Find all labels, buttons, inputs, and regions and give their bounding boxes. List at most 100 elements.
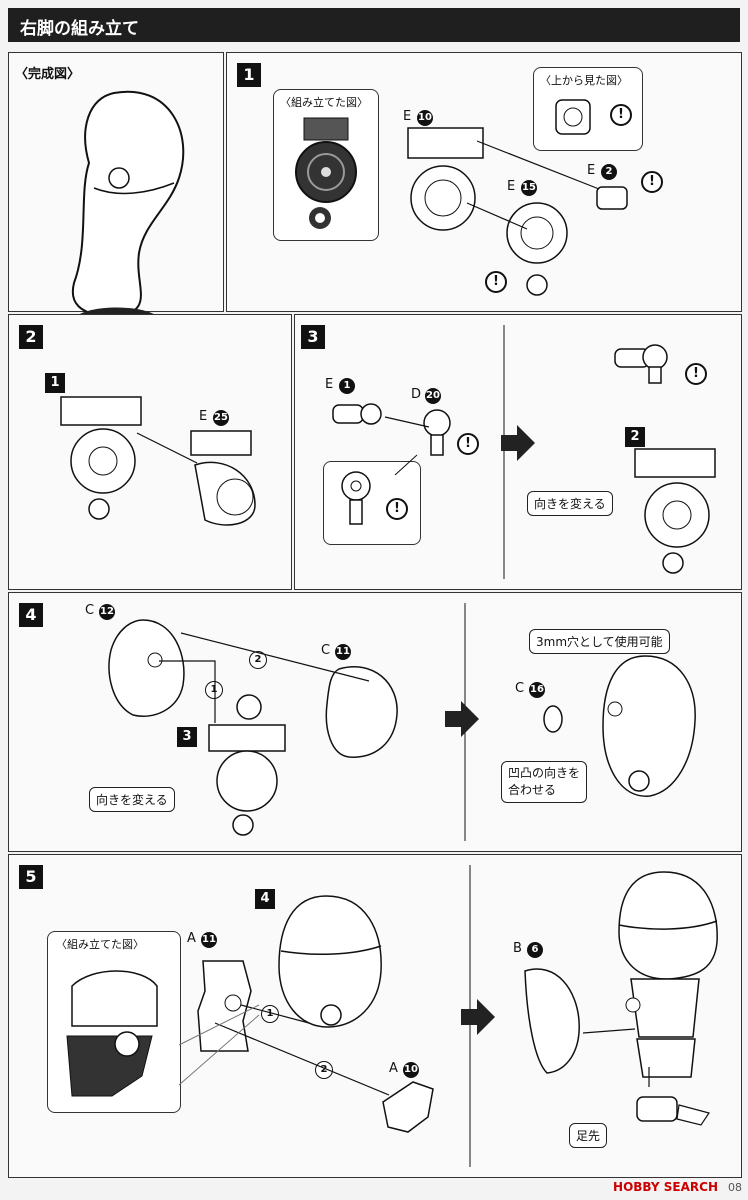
step5-part-a10-num: 10 <box>403 1062 419 1078</box>
step5-order-2: 2 <box>315 1061 333 1079</box>
step5-assembled-part <box>66 970 158 1097</box>
step5-part-b6-num: 6 <box>527 942 543 958</box>
step3-d20-attached <box>614 344 668 384</box>
step5-arrows <box>178 865 495 1167</box>
step1-assembled-label: 〈組み立てた図〉 <box>280 96 368 109</box>
step1-panel: 1 〈組み立てた図〉 E 10 〈上から見た図〉 ! E 2 ! E <box>226 52 742 312</box>
step4-part-c12-num: 12 <box>99 604 115 620</box>
step5-part-a11: A <box>187 931 196 946</box>
step4-order-2: 2 <box>249 651 267 669</box>
completed-panel: 〈完成図〉 <box>8 52 224 331</box>
align-note-line1: 凹凸の向きを <box>508 766 581 780</box>
step4-order-1: 1 <box>205 681 223 699</box>
step2-part-num: 25 <box>213 410 229 426</box>
step3-part-e: E <box>325 377 333 392</box>
part-letter: C <box>515 681 525 696</box>
warning-icon: ! <box>610 104 632 126</box>
step4-panel: 4 C 12 C 11 2 1 3 向きを変える 3mm穴として使用可能 C 1… <box>8 592 742 852</box>
next-arrow-icon <box>461 999 495 1035</box>
step1-part-e2: E <box>587 163 595 178</box>
step5-final-arrows <box>582 1028 650 1087</box>
step3-target-assembly <box>634 448 716 574</box>
step3-part-e-num: 1 <box>339 378 355 394</box>
warning-icon: ! <box>457 433 479 455</box>
step4-part-c16-num: 16 <box>529 682 545 698</box>
part-letter: E <box>507 179 516 194</box>
warning-icon: ! <box>386 498 408 520</box>
section-title: 右脚の組み立て <box>20 19 139 39</box>
step4-c11-shell <box>325 666 398 758</box>
step2-part-e: E <box>199 409 207 424</box>
step1-part-e2-num: 2 <box>601 164 617 180</box>
step3-detail-inset: ! <box>323 461 421 545</box>
step4-part-c12: C <box>85 603 94 618</box>
step2-e25-part <box>190 430 256 526</box>
completed-leg-illustration <box>69 90 185 331</box>
step1-assembled-part <box>295 117 357 229</box>
part-letter: A <box>389 1061 398 1076</box>
step5-ref-badge: 4 <box>255 889 275 909</box>
warning-icon: ! <box>685 363 707 385</box>
step3-number: 3 <box>301 325 325 349</box>
step5-assembled-inset: 〈組み立てた図〉 <box>47 931 181 1113</box>
step5-number: 5 <box>19 865 43 889</box>
step4-assembly-part <box>208 694 286 836</box>
step5-head-part <box>278 895 382 1028</box>
next-arrow-icon <box>445 701 479 737</box>
step4-part-c16: C <box>515 681 524 696</box>
page-number: 08 <box>728 1181 742 1194</box>
step4-part-c11: C <box>321 643 330 658</box>
part-letter: B <box>513 941 522 956</box>
step3-part-d: D <box>411 387 421 402</box>
align-note-line2: 合わせる <box>508 783 557 797</box>
step1-e2-part <box>596 186 628 210</box>
step5-part-b6: B <box>513 941 522 956</box>
step5-a10-part <box>382 1081 434 1133</box>
step3-d20-part <box>423 409 451 456</box>
step1-part-e10-num: 10 <box>417 110 433 126</box>
warning-icon: ! <box>485 271 507 293</box>
step2-arrow <box>136 432 198 464</box>
step1-part-e15-num: 15 <box>521 180 537 196</box>
step3-ref-badge: 2 <box>625 427 645 447</box>
step5-foot-label: 足先 <box>569 1123 608 1148</box>
step5-assembled-label: 〈組み立てた図〉 <box>56 938 144 951</box>
step4-c16-disc <box>543 705 563 733</box>
next-arrow-icon <box>501 425 535 461</box>
step5-part-a11-num: 11 <box>201 932 217 948</box>
step1-top-view-part <box>555 99 591 135</box>
step4-head-shell <box>602 655 696 797</box>
step4-c12-shell <box>108 619 185 717</box>
step5-b6-part <box>524 968 580 1074</box>
step5-panel: 5 〈組み立てた図〉 A 11 4 1 2 A 10 B 6 <box>8 854 742 1178</box>
step1-top-view-label: 〈上から見た図〉 <box>540 74 628 87</box>
step2-number: 2 <box>19 325 43 349</box>
completed-label: 〈完成図〉 <box>15 67 81 82</box>
step4-ref-badge: 3 <box>177 727 197 747</box>
brand-watermark: HOBBY SEARCH <box>613 1180 718 1194</box>
part-letter: C <box>321 643 331 658</box>
step5-final-leg <box>618 871 718 1126</box>
section-header: 右脚の組み立て <box>8 8 740 42</box>
step3-e1-part <box>332 403 382 425</box>
part-letter: E <box>325 377 334 392</box>
step1-top-view-inset: 〈上から見た図〉 ! <box>533 67 643 151</box>
step2-panel: 2 1 E 25 <box>8 314 292 590</box>
step1-frame-part <box>407 127 484 231</box>
step4-align-note: 凹凸の向きを 合わせる <box>501 761 588 803</box>
step4-number: 4 <box>19 603 43 627</box>
part-letter: D <box>411 387 422 402</box>
step4-arrows <box>159 603 479 841</box>
part-letter: E <box>587 163 596 178</box>
step5-order-1: 1 <box>261 1005 279 1023</box>
step3-panel: 3 E 1 D 20 ! ! ! 2 向きを <box>294 314 742 590</box>
step2-assembly-part <box>60 396 142 520</box>
step5-part-a10: A <box>389 1061 398 1076</box>
step2-ref-badge: 1 <box>45 373 65 393</box>
step1-wheel-part <box>506 202 568 296</box>
step4-rotate-callout: 向きを変える <box>89 787 175 812</box>
step3-detail-part <box>341 471 371 525</box>
step1-part-e10: E <box>403 109 411 124</box>
step3-arrows <box>384 325 535 579</box>
step1-part-e15: E <box>507 179 515 194</box>
